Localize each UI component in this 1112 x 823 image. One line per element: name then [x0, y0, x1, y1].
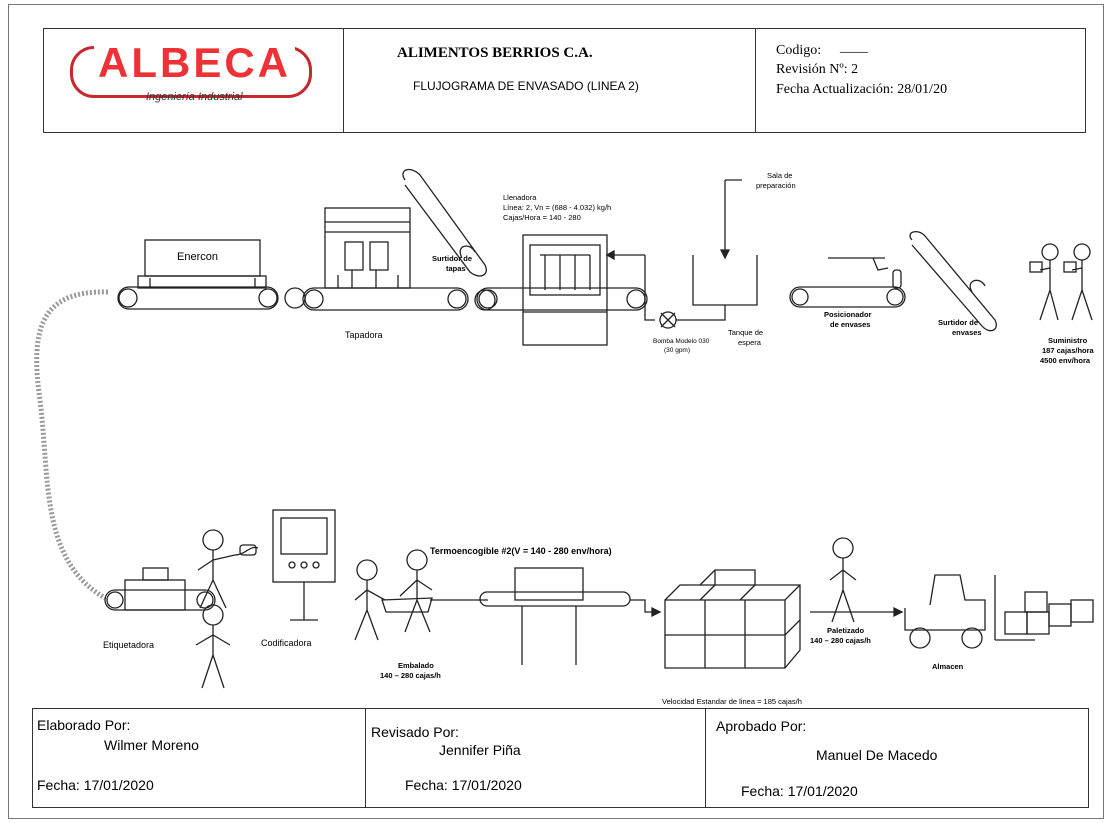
revisado-name: Jennifer Piña — [439, 742, 521, 758]
elaborado-name: Wilmer Moreno — [104, 737, 199, 753]
revisado-label: Revisado Por: — [371, 724, 459, 740]
label-suministro-2: 187 cajas/hora — [1042, 346, 1094, 355]
tanque-espera — [693, 255, 757, 305]
label-posicionador-1: Posicionador — [824, 310, 872, 319]
label-paletizado-1: Paletizado — [827, 626, 864, 635]
label-tanque-1: Tanque de — [728, 328, 763, 337]
label-paletizado-2: 140 – 280 cajas/h — [810, 636, 871, 645]
paletizado-worker — [830, 538, 856, 622]
label-embalado-2: 140 – 280 cajas/h — [380, 671, 441, 680]
label-surtidor-tapas-1: Surtidor de — [432, 254, 472, 263]
label-tapadora: Tapadora — [345, 330, 383, 340]
label-tanque-2: espera — [738, 338, 761, 347]
label-posicionador-2: de envases — [830, 320, 870, 329]
label-enercon: Enercon — [177, 251, 218, 263]
elaborado-fecha: Fecha: 17/01/2020 — [37, 777, 154, 793]
suministro-workers — [1030, 244, 1092, 320]
paletizado-boxes — [665, 570, 800, 668]
label-sala-2: preparación — [756, 181, 796, 190]
label-surtidor-tapas-2: tapas — [446, 264, 466, 273]
label-surtidor-envases-2: envases — [952, 328, 982, 337]
label-suministro-3: 4500 env/hora — [1040, 356, 1090, 365]
label-surtidor-envases-1: Surtidor de — [938, 318, 978, 327]
label-etiquetadora: Etiquetadora — [103, 640, 154, 650]
link-roller-1 — [285, 288, 305, 308]
operator-figures-1 — [196, 530, 235, 688]
embalado-workers — [355, 550, 432, 640]
aprobado-name: Manuel De Macedo — [816, 747, 937, 763]
label-bomba-2: (30 gpm) — [664, 347, 690, 354]
label-codificadora: Codificadora — [261, 638, 312, 648]
label-sala-1: Sala de — [767, 171, 792, 180]
hose — [37, 292, 108, 598]
termoencogible-machine — [480, 568, 630, 665]
aprobado-label: Aprobado Por: — [716, 718, 806, 734]
label-bomba-1: Bomba Modelo 030 — [653, 338, 709, 345]
llenadora-machine — [477, 235, 647, 345]
label-termoencogible: Termoencogible #2(V = 140 - 280 env/hora… — [430, 546, 612, 556]
label-llenadora-1: Llenadora — [503, 193, 536, 202]
label-velocidad: Velocidad Estandar de linea = 185 cajas/… — [662, 697, 802, 706]
pallet-boxes — [1005, 592, 1093, 634]
label-almacen: Almacen — [932, 662, 963, 671]
scanner-cable — [235, 547, 258, 555]
codificadora-machine — [273, 510, 335, 620]
surtidor-envases-chute — [910, 232, 996, 331]
elaborado-label: Elaborado Por: — [37, 717, 130, 733]
revisado-fecha: Fecha: 17/01/2020 — [405, 777, 522, 793]
label-llenadora-2: Línea: 2, Vn = (688 - 4.032) kg/h — [503, 203, 611, 212]
etiquetadora-machine — [105, 568, 215, 610]
aprobado-fecha: Fecha: 17/01/2020 — [741, 783, 858, 799]
posicionador-machine — [790, 258, 905, 307]
label-suministro-1: Suministro — [1048, 336, 1087, 345]
label-embalado-1: Embalado — [398, 661, 434, 670]
label-llenadora-3: Cajas/Hora = 140 - 280 — [503, 213, 581, 222]
